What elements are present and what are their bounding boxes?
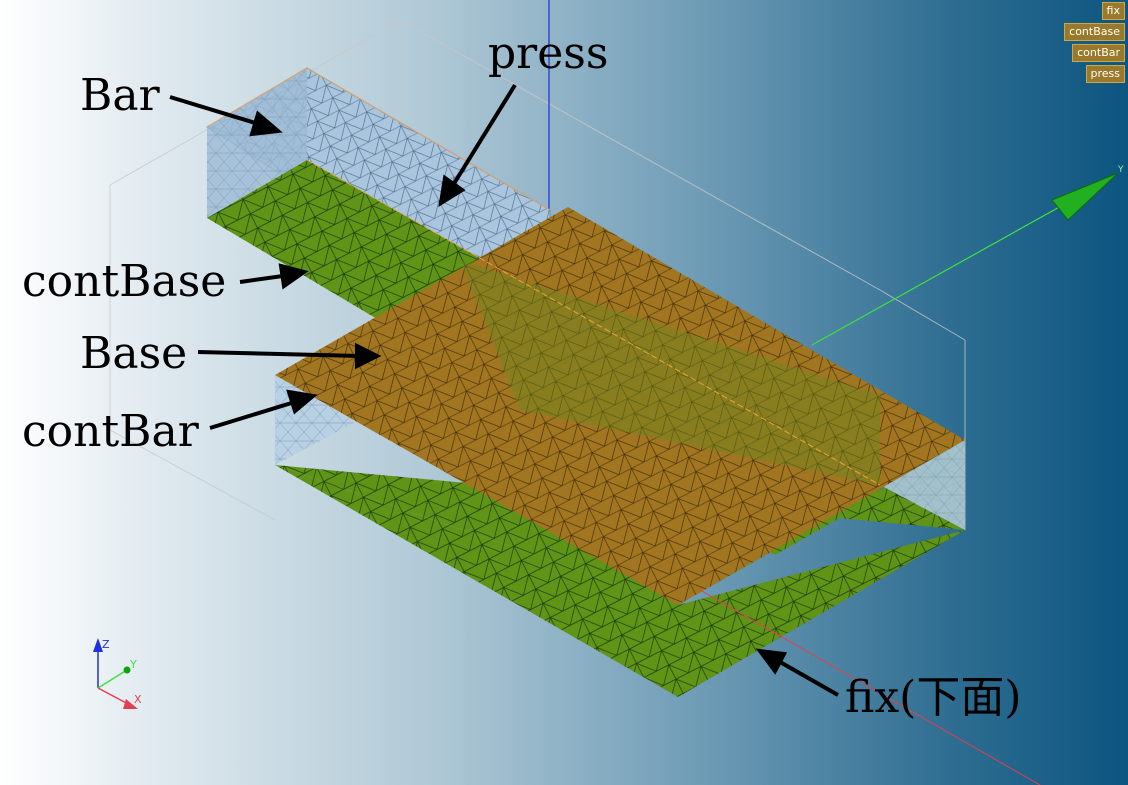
- callout-contbase: contBase: [22, 256, 227, 307]
- axis-x-line: [699, 589, 1041, 785]
- callout-base: Base: [80, 328, 188, 379]
- axis-y-cone-icon: [1051, 172, 1119, 221]
- callout-arrows: [169, 83, 839, 697]
- legend-item-contbase[interactable]: contBase: [1064, 23, 1125, 41]
- orientation-triad: Z Y X: [93, 638, 142, 709]
- legend-item-contbar[interactable]: contBar: [1072, 44, 1125, 62]
- bar-solid: [206, 67, 551, 283]
- base-top-face: [275, 159, 965, 605]
- triad-y-label: Y: [129, 658, 137, 671]
- callout-contbar: contBar: [22, 406, 199, 457]
- legend-item-press[interactable]: press: [1085, 65, 1125, 83]
- callout-bar: Bar: [80, 70, 160, 121]
- group-legend: fix contBase contBar press: [1064, 2, 1125, 86]
- axis-y-label: Y: [1117, 165, 1124, 175]
- legend-item-fix[interactable]: fix: [1101, 2, 1125, 20]
- callout-press: press: [488, 28, 609, 79]
- callout-fix: fix(下面): [845, 672, 1022, 723]
- triad-x-label: X: [134, 693, 142, 706]
- triad-z-label: Z: [102, 638, 110, 651]
